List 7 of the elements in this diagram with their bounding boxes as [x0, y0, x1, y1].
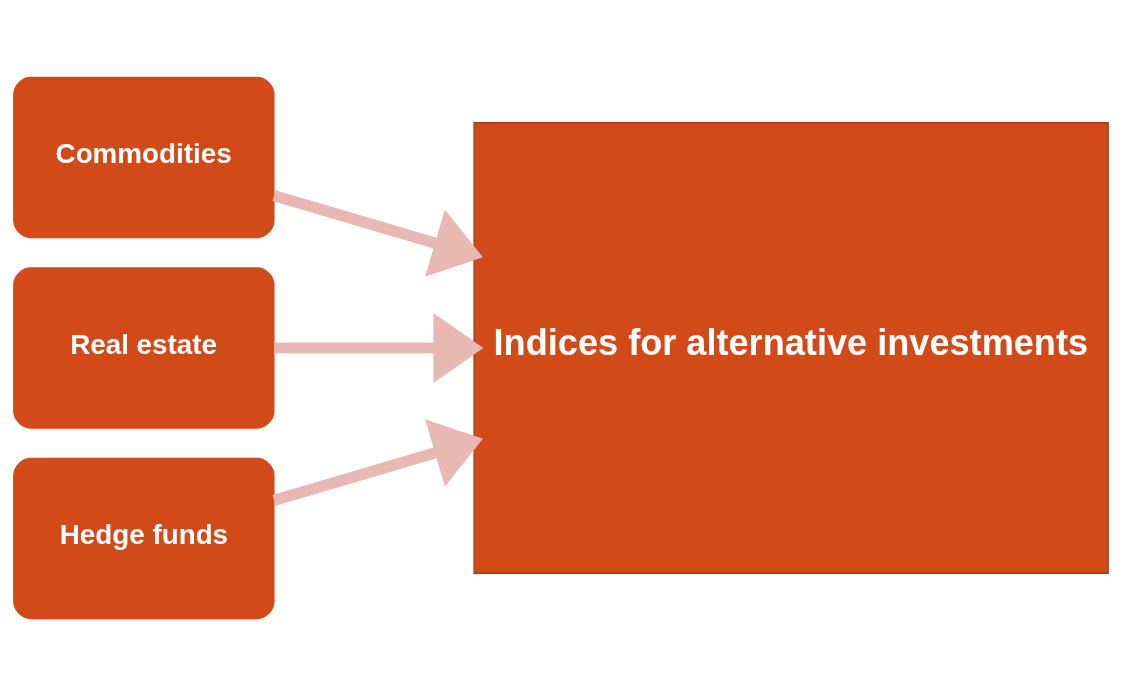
node-box: Real estate — [13, 266, 275, 429]
arrow — [272, 189, 483, 277]
node-box: Indices for alternative investments — [473, 121, 1109, 574]
node-box: Hedge funds — [13, 457, 275, 619]
arrow — [272, 418, 483, 506]
arrow — [274, 312, 484, 383]
node-box: Commodities — [13, 76, 275, 238]
